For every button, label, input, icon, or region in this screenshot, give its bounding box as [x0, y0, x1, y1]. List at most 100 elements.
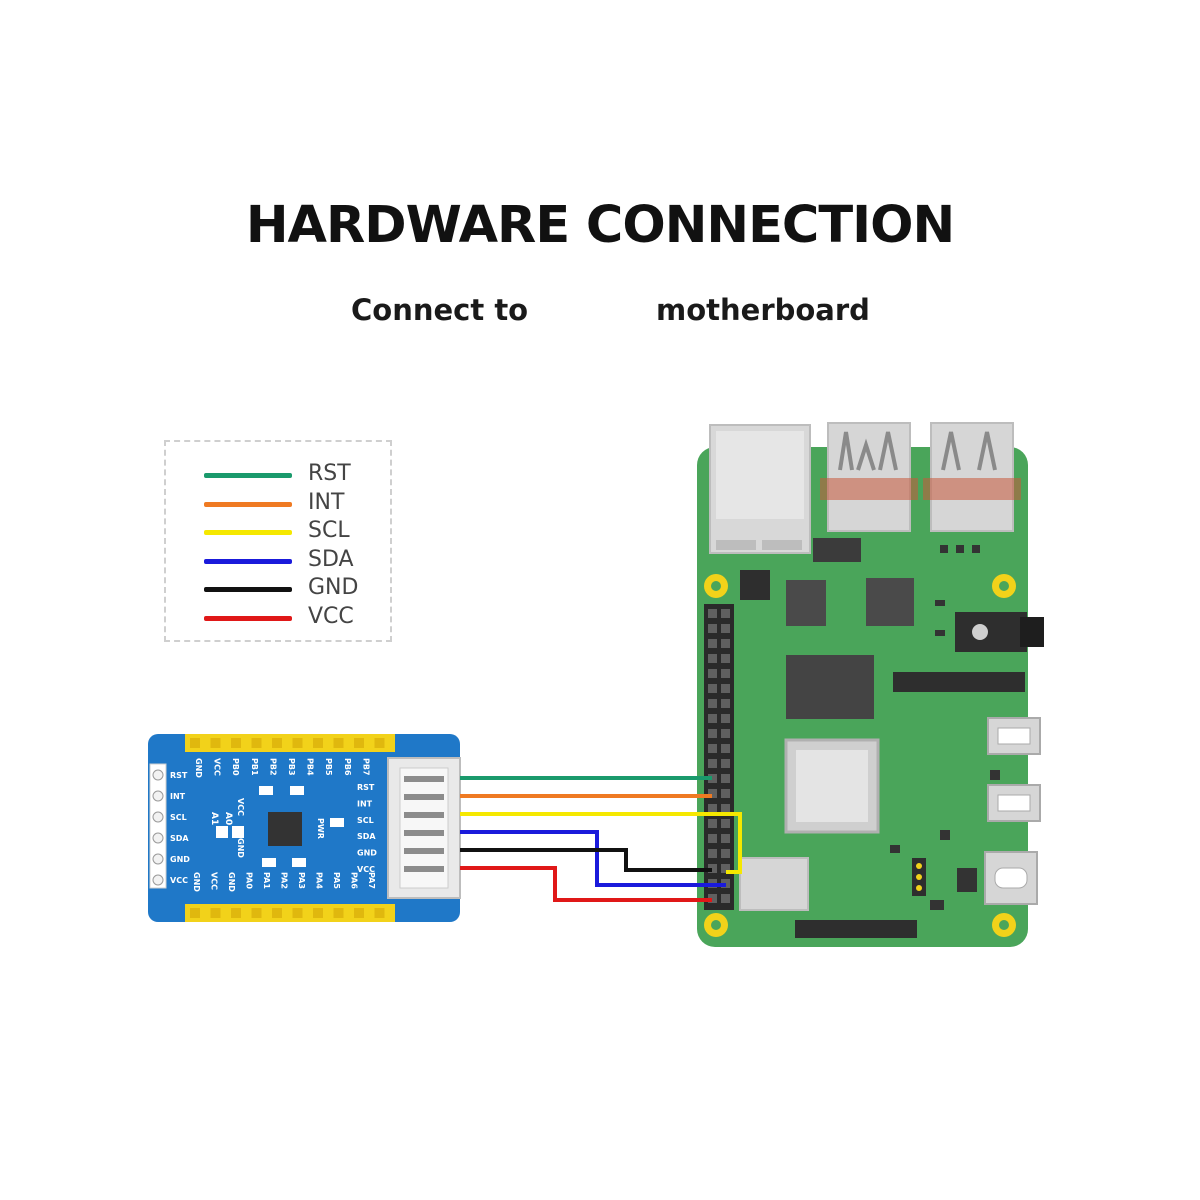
- connector-pin: [404, 830, 444, 836]
- top-header-label: PB3: [287, 758, 296, 776]
- bottom-header-label: GND: [192, 872, 201, 892]
- legend-label-scl: SCL: [308, 518, 350, 543]
- connector-pin: [404, 848, 444, 854]
- header-pin: [354, 908, 364, 918]
- board-label-pwr: PWR: [316, 818, 325, 839]
- gpio-pin: [721, 759, 730, 768]
- gpio-pin: [721, 624, 730, 633]
- header-pin: [272, 908, 282, 918]
- gpio-pin: [721, 804, 730, 813]
- usb-port-icon: [987, 784, 1041, 822]
- gpio-pin: [721, 864, 730, 873]
- top-header-label: GND: [194, 758, 203, 778]
- legend-label-sda: SDA: [308, 547, 354, 572]
- gpio-pin: [708, 849, 717, 858]
- gpio-pin: [708, 759, 717, 768]
- gpio-pin: [708, 789, 717, 798]
- header-pin: [313, 738, 323, 748]
- legend-item-gnd: GND: [204, 574, 394, 602]
- legend-swatch-sda: [204, 559, 292, 564]
- side-pin-label: GND: [170, 855, 190, 864]
- subtitle-motherboard: motherboard: [656, 293, 870, 327]
- connector-pin-label: VCC: [357, 865, 375, 874]
- bottom-header-label: PA5: [332, 872, 341, 889]
- gpio-pin: [708, 834, 717, 843]
- gpio-pin: [721, 639, 730, 648]
- smd-component: [330, 818, 344, 827]
- gpio-pin: [708, 624, 717, 633]
- legend-item-scl: SCL: [204, 517, 394, 545]
- gpio-pin: [721, 819, 730, 828]
- bottom-header-label: PA6: [350, 872, 359, 889]
- header-pin: [251, 738, 262, 748]
- gpio-pin: [708, 699, 717, 708]
- top-header-label: VCC: [213, 758, 222, 776]
- side-pin-label: SCL: [170, 813, 187, 822]
- chip-icon: [866, 578, 914, 626]
- gpio-pin: [708, 729, 717, 738]
- legend-item-vcc: VCC: [204, 603, 394, 631]
- mounting-hole-icon: [704, 574, 1016, 937]
- header-pin: [374, 908, 385, 918]
- side-pin-label: SDA: [170, 834, 189, 843]
- smd-component: [292, 858, 306, 867]
- top-header-label: PB4: [306, 758, 315, 776]
- legend-swatch-rst: [204, 473, 292, 478]
- header-pin: [251, 908, 262, 918]
- connector-pin-label: SCL: [357, 816, 374, 825]
- test-pad-icon: [916, 863, 922, 891]
- side-pin-label: VCC: [170, 876, 188, 885]
- connector-pin-label: INT: [357, 799, 373, 808]
- connector-pin: [404, 776, 444, 782]
- legend-label-rst: RST: [308, 461, 351, 486]
- gpio-pin: [721, 894, 730, 903]
- gpio-pin: [721, 669, 730, 678]
- top-header-label: PB2: [268, 758, 277, 776]
- module-pcb: [148, 734, 460, 922]
- connector-pin-label: GND: [357, 849, 377, 858]
- header-pin: [374, 738, 385, 748]
- gpio-pin: [708, 774, 717, 783]
- header-pin: [333, 738, 344, 748]
- board-label-gnd: GND: [236, 838, 245, 858]
- chip-icon: [786, 580, 826, 626]
- gpio-pin: [708, 609, 717, 618]
- side-pin-label: INT: [170, 792, 186, 801]
- connector-pin-label: RST: [357, 783, 375, 792]
- usb-port-icon: [820, 422, 918, 532]
- header-pin: [292, 738, 303, 748]
- wire-connector-icon: [387, 757, 461, 899]
- legend-label-gnd: GND: [308, 575, 359, 600]
- top-header-label: PB5: [324, 758, 333, 776]
- ram-chip-icon: [786, 655, 874, 719]
- gpio-pin: [708, 864, 717, 873]
- side-pin-hole: [152, 811, 164, 823]
- audio-jack-icon: [955, 612, 1044, 652]
- motherboard: [697, 422, 1044, 947]
- wire-legend: RST INT SCL SDA GND VCC: [164, 440, 392, 642]
- smd-component: [290, 786, 304, 795]
- header-pin: [313, 908, 323, 918]
- top-header-label: PB1: [250, 758, 259, 776]
- bottom-header-label: PA3: [297, 872, 306, 889]
- bottom-header-label: GND: [227, 872, 236, 892]
- side-pin-hole: [152, 853, 164, 865]
- connector-pin: [404, 812, 444, 818]
- shield-component-icon: [739, 857, 809, 911]
- header-pin: [292, 908, 303, 918]
- chip-icon: [740, 570, 770, 600]
- smd-component: [262, 858, 276, 867]
- gpio-pin: [708, 669, 717, 678]
- gpio-pin: [721, 834, 730, 843]
- connector-pin: [404, 866, 444, 872]
- header-pin: [231, 738, 241, 748]
- gpio-pin: [708, 804, 717, 813]
- gpio-pin: [721, 684, 730, 693]
- wires: [460, 776, 742, 902]
- subtitle-connect-to: Connect to: [351, 293, 529, 327]
- header-pin: [210, 738, 221, 748]
- gpio-pin: [721, 774, 730, 783]
- chip-icon: [813, 538, 861, 562]
